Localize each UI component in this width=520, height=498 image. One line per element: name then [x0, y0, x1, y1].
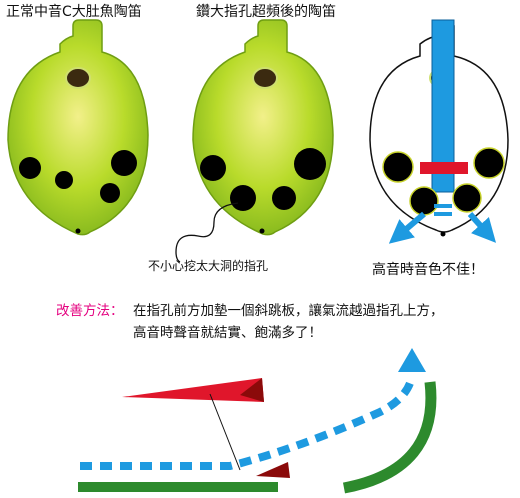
- improvement-line-2: 高音時聲音就結實、飽滿多了！: [133, 324, 322, 341]
- airflow-dash: [434, 212, 452, 216]
- airflow-arrow-right: [467, 211, 497, 243]
- pointer-line: [175, 202, 239, 263]
- finger-hole: [100, 183, 120, 203]
- mouth-hole: [65, 67, 91, 89]
- airflow-arrowhead: [398, 348, 426, 372]
- bottom-hole: [440, 231, 446, 237]
- ocarina-airflow: [369, 19, 509, 244]
- finger-hole: [409, 186, 439, 216]
- ocarina-body: [192, 19, 334, 236]
- finger-hole: [272, 186, 296, 210]
- finger-hole: [473, 147, 505, 179]
- airflow-channel: [431, 19, 455, 193]
- finger-hole: [111, 150, 137, 176]
- installed-ramp: [256, 462, 290, 478]
- blocked-flow-bar: [420, 162, 468, 174]
- caption-bad-tone: 高音時音色不佳！: [372, 261, 484, 278]
- ocarina-wall-curve: [342, 381, 437, 494]
- ramp-top: [122, 378, 264, 402]
- title-enlarged-ocarina: 鑽大指孔超頻後的陶笛: [196, 4, 336, 20]
- bottom-hole: [75, 228, 81, 234]
- ocarina-body: [7, 19, 149, 236]
- title-normal-ocarina: 正常中音C大肚魚陶笛: [6, 3, 142, 20]
- improvement-line-1: 在指孔前方加墊一個斜跳板，讓氣流越過指孔上方，: [133, 302, 444, 319]
- finger-hole: [230, 185, 256, 211]
- ocarina-normal: [7, 19, 149, 236]
- mouth-hole: [252, 67, 278, 89]
- airflow-path: [80, 375, 416, 470]
- ocarina-enlarged: [175, 19, 334, 263]
- airflow-dash: [434, 204, 452, 208]
- bottom-hole: [259, 228, 265, 234]
- placement-line: [209, 393, 241, 471]
- ocarina-wall-bottom: [78, 482, 278, 492]
- finger-hole: [382, 151, 414, 183]
- finger-hole: [200, 155, 226, 181]
- airflow-arrow-left: [388, 211, 426, 244]
- improvement-label: 改善方法：: [56, 303, 124, 319]
- caption-careless-hole: 不小心挖太大洞的指孔: [148, 258, 268, 273]
- ramp-diagram: [78, 348, 437, 494]
- finger-hole: [452, 183, 482, 213]
- finger-hole: [19, 157, 41, 179]
- ramp-side: [240, 378, 264, 402]
- finger-hole: [55, 171, 73, 189]
- finger-hole: [294, 148, 326, 180]
